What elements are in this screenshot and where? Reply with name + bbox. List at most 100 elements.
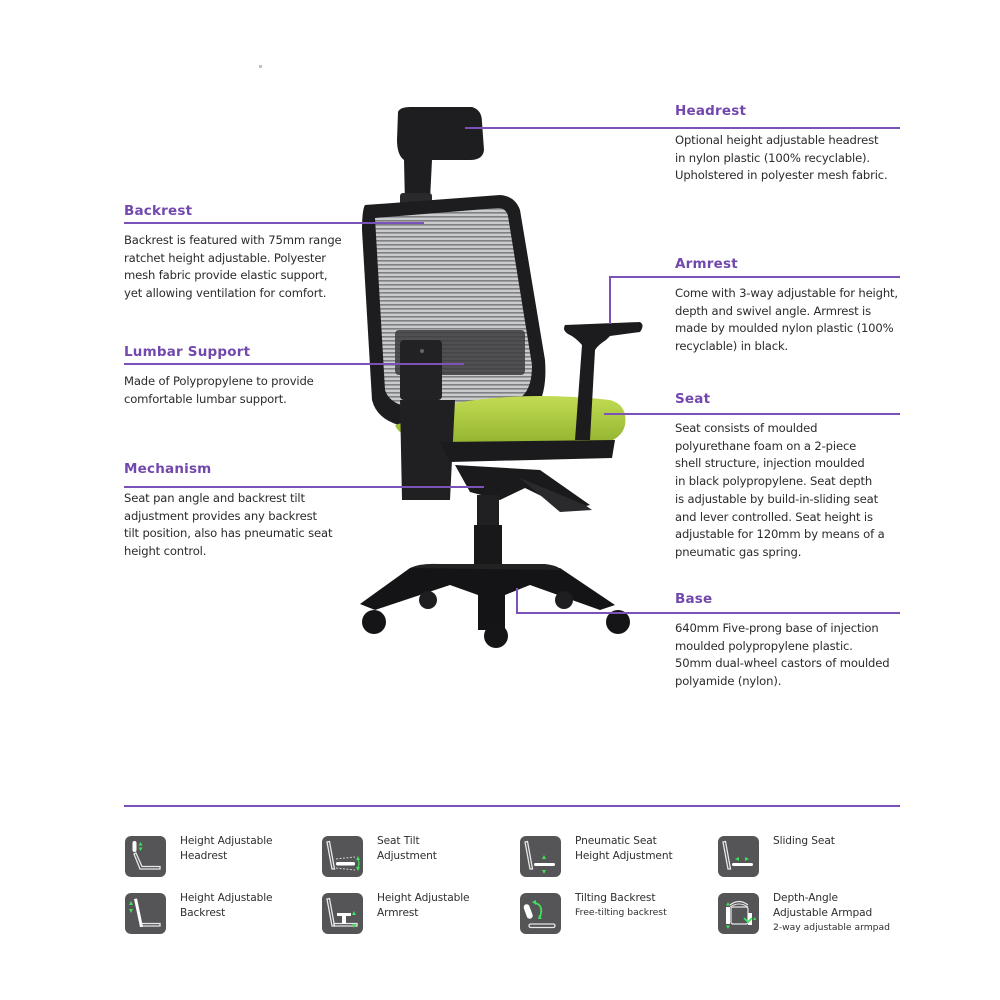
desc-line: adjustment provides any backrest <box>124 508 317 523</box>
spec-label: Height Adjustable <box>180 892 273 904</box>
feature-title: Backrest <box>124 203 193 219</box>
desc-line: shell structure, injection moulded <box>675 456 865 471</box>
spec-labels: Pneumatic Seat Height Adjustment <box>575 834 673 864</box>
spec-seat-tilt-adjustment: Seat Tilt Adjustment <box>322 834 437 877</box>
base-leader-rise <box>516 588 518 614</box>
desc-line: is adjustable by build-in-sliding seat <box>675 491 878 506</box>
height-adjustable-armrest-icon <box>322 893 363 934</box>
depth-angle-armpad-icon <box>718 893 759 934</box>
desc-line: height control. <box>124 544 207 559</box>
spec-label: Backrest <box>180 907 226 919</box>
desc-line: and lever controlled. Seat height is <box>675 509 873 524</box>
feature-description: Come with 3-way adjustable for height, d… <box>675 285 915 356</box>
feature-description: Backrest is featured with 75mm range rat… <box>124 232 354 303</box>
desc-line: ratchet height adjustable. Polyester <box>124 250 326 265</box>
feature-backrest: Backrest Backrest is featured with 75mm … <box>124 202 354 303</box>
spec-label: Seat Tilt <box>377 835 420 847</box>
spec-height-adjustable-backrest: Height Adjustable Backrest <box>125 891 273 934</box>
feature-description: Seat pan angle and backrest tilt adjustm… <box>124 490 364 561</box>
spec-labels: Height Adjustable Armrest <box>377 891 470 921</box>
desc-line: in black polypropylene. Seat depth <box>675 474 873 489</box>
feature-title: Seat <box>675 391 711 407</box>
spec-depth-angle-armpad: Depth-Angle Adjustable Armpad 2-way adju… <box>718 891 890 935</box>
desc-line: 50mm dual-wheel castors of moulded <box>675 656 890 671</box>
desc-line: comfortable lumbar support. <box>124 391 287 406</box>
speck <box>259 65 262 68</box>
desc-line: polyamide (nylon). <box>675 674 782 689</box>
spec-tilting-backrest: Tilting Backrest Free-tilting backrest <box>520 891 667 934</box>
feature-description: Made of Polypropylene to provide comfort… <box>124 373 354 408</box>
desc-line: recyclable) in black. <box>675 339 789 354</box>
lumbar-leader-line <box>124 363 464 365</box>
spec-label: Pneumatic Seat <box>575 835 657 847</box>
spec-label: Height Adjustment <box>575 850 673 862</box>
desc-line: moulded polypropylene plastic. <box>675 638 853 653</box>
spec-sliding-seat: Sliding Seat <box>718 834 835 877</box>
spec-label: Adjustable Armpad <box>773 907 873 919</box>
spec-label: Depth-Angle <box>773 892 838 904</box>
spec-sublabel: 2-way adjustable armpad <box>773 922 890 933</box>
desc-line: in nylon plastic (100% recyclable). <box>675 150 870 165</box>
headrest-leader-line <box>465 127 900 129</box>
pneumatic-seat-height-icon <box>520 836 561 877</box>
desc-line: Optional height adjustable headrest <box>675 133 879 147</box>
feature-lumbar-support: Lumbar Support Made of Polypropylene to … <box>124 343 354 408</box>
spec-label: Tilting Backrest <box>575 892 656 904</box>
feature-title: Base <box>675 591 713 607</box>
base-leader-line <box>516 612 900 614</box>
spec-labels: Depth-Angle Adjustable Armpad 2-way adju… <box>773 891 890 935</box>
backrest-leader-line <box>124 222 424 224</box>
desc-line: Made of Polypropylene to provide <box>124 374 314 388</box>
spec-label: Height Adjustable <box>180 835 273 847</box>
desc-line: depth and swivel angle. Armrest is <box>675 303 871 318</box>
desc-line: made by moulded nylon plastic (100% <box>675 321 894 336</box>
mechanism-leader-line <box>124 486 484 488</box>
desc-line: tilt position, also has pneumatic seat <box>124 526 333 541</box>
feature-base: Base 640mm Five-prong base of injection … <box>675 590 915 691</box>
feature-seat: Seat Seat consists of moulded polyuretha… <box>675 390 915 562</box>
spec-height-adjustable-armrest: Height Adjustable Armrest <box>322 891 470 934</box>
feature-title: Lumbar Support <box>124 344 251 360</box>
tilting-backrest-icon <box>520 893 561 934</box>
armrest-leader-drop <box>609 276 611 324</box>
spec-labels: Sliding Seat <box>773 834 835 849</box>
spec-label: Height Adjustable <box>377 892 470 904</box>
desc-line: Come with 3-way adjustable for height, <box>675 286 898 300</box>
desc-line: adjustable for 120mm by means of a <box>675 527 885 542</box>
height-adjustable-backrest-icon <box>125 893 166 934</box>
seat-leader-line <box>604 413 900 415</box>
office-chair-image <box>360 107 643 648</box>
seat-tilt-icon <box>322 836 363 877</box>
spec-label: Armrest <box>377 907 419 919</box>
feature-armrest: Armrest Come with 3-way adjustable for h… <box>675 255 915 356</box>
spec-sublabel: Free-tilting backrest <box>575 907 667 918</box>
spec-label: Adjustment <box>377 850 437 862</box>
section-divider <box>124 805 900 807</box>
feature-description: Optional height adjustable headrest in n… <box>675 132 905 185</box>
feature-title: Armrest <box>675 256 738 272</box>
feature-description: 640mm Five-prong base of injection mould… <box>675 620 915 691</box>
spec-labels: Height Adjustable Backrest <box>180 891 273 921</box>
spec-height-adjustable-headrest: Height Adjustable Headrest <box>125 834 273 877</box>
spec-labels: Seat Tilt Adjustment <box>377 834 437 864</box>
desc-line: Upholstered in polyester mesh fabric. <box>675 168 888 183</box>
desc-line: polyurethane foam on a 2-piece <box>675 438 857 453</box>
desc-line: Backrest is featured with 75mm range <box>124 233 342 247</box>
feature-title: Mechanism <box>124 461 212 477</box>
feature-title: Headrest <box>675 103 747 119</box>
desc-line: Seat consists of moulded <box>675 421 818 435</box>
desc-line: Seat pan angle and backrest tilt <box>124 491 305 505</box>
feature-description: Seat consists of moulded polyurethane fo… <box>675 420 915 562</box>
feature-mechanism: Mechanism Seat pan angle and backrest ti… <box>124 460 364 561</box>
sliding-seat-icon <box>718 836 759 877</box>
desc-line: yet allowing ventilation for comfort. <box>124 286 327 301</box>
armrest-leader-line <box>609 276 900 278</box>
spec-label: Sliding Seat <box>773 835 835 847</box>
desc-line: 640mm Five-prong base of injection <box>675 621 879 635</box>
spec-labels: Height Adjustable Headrest <box>180 834 273 864</box>
desc-line: mesh fabric provide elastic support, <box>124 268 328 283</box>
spec-pneumatic-seat-height: Pneumatic Seat Height Adjustment <box>520 834 673 877</box>
height-adjustable-headrest-icon <box>125 836 166 877</box>
desc-line: pneumatic gas spring. <box>675 544 802 559</box>
spec-labels: Tilting Backrest Free-tilting backrest <box>575 891 667 920</box>
